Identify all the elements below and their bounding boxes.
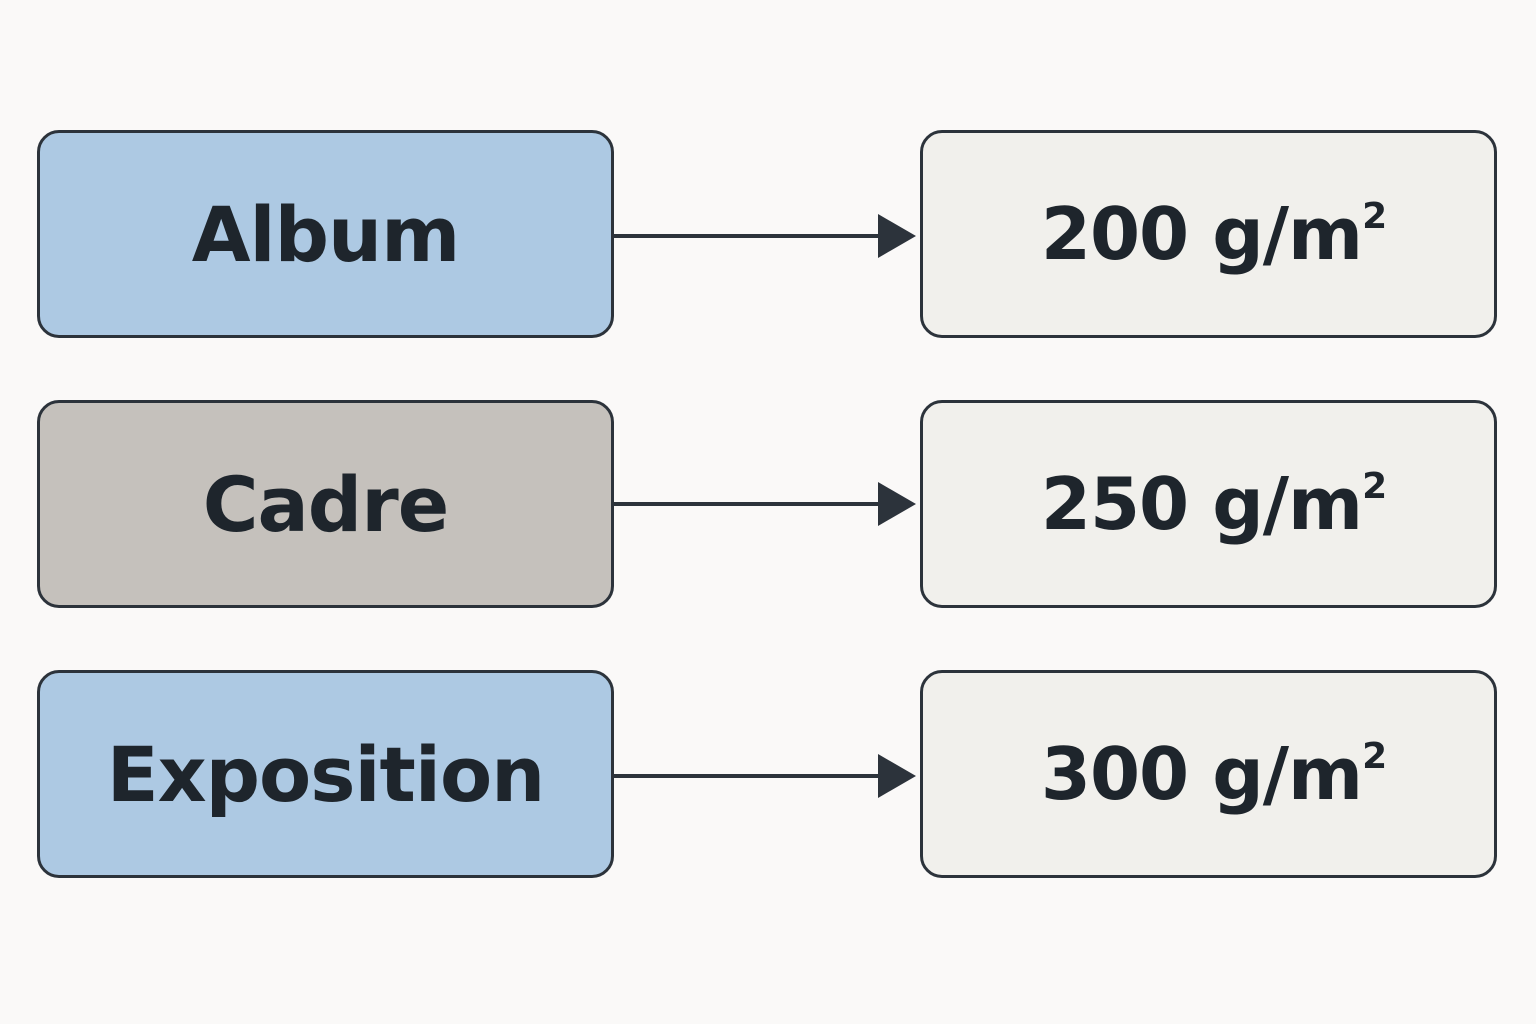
weight-exponent: 2: [1362, 466, 1387, 507]
weight-box-cadre: 250 g/m2: [920, 400, 1497, 608]
weight-box-exposition: 300 g/m2: [920, 670, 1497, 878]
arrow-connector: [614, 214, 916, 258]
category-box-exposition: Exposition: [37, 670, 614, 878]
row-exposition: Exposition 300 g/m2: [0, 670, 1536, 880]
weight-value: 200 g/m2: [1040, 192, 1387, 276]
row-album: Album 200 g/m2: [0, 130, 1536, 340]
weight-value: 250 g/m2: [1040, 462, 1387, 546]
arrow-connector: [614, 754, 916, 798]
category-label: Album: [191, 189, 461, 279]
weight-box-album: 200 g/m2: [920, 130, 1497, 338]
weight-exponent: 2: [1362, 736, 1387, 777]
arrow-connector: [614, 482, 916, 526]
row-cadre: Cadre 250 g/m2: [0, 400, 1536, 610]
category-label: Cadre: [202, 459, 449, 549]
category-box-cadre: Cadre: [37, 400, 614, 608]
weight-exponent: 2: [1362, 196, 1387, 237]
weight-value: 300 g/m2: [1040, 732, 1387, 816]
category-label: Exposition: [106, 729, 546, 819]
category-box-album: Album: [37, 130, 614, 338]
